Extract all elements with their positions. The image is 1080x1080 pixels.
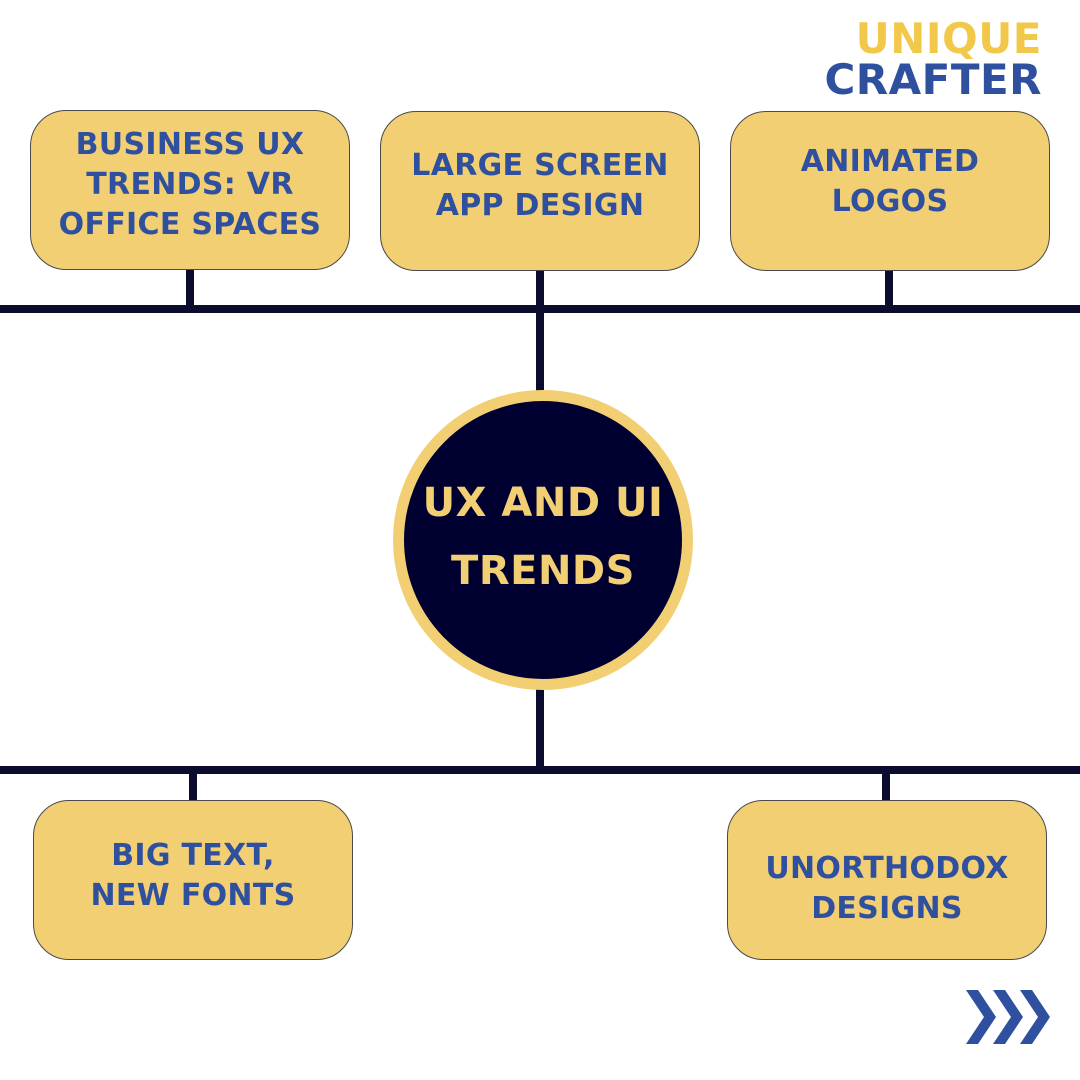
- node-unorthodox-designs: UNORTHODOX DESIGNS: [727, 800, 1047, 960]
- node-label: ANIMATED LOGOS: [800, 144, 980, 219]
- node-big-text-new-fonts: BIG TEXT, NEW FONTS: [33, 800, 353, 960]
- node-label: LARGE SCREEN APP DESIGN: [411, 148, 669, 223]
- connector-top-right: [885, 268, 893, 308]
- bottom-horizontal-connector: [0, 766, 1080, 774]
- connector-center-down: [536, 684, 544, 770]
- connector-bottom-left: [189, 770, 197, 802]
- brand-line-1: UNIQUE: [855, 14, 1042, 63]
- connector-bottom-right: [882, 770, 890, 802]
- chevrons-right-icon[interactable]: [966, 990, 1052, 1044]
- node-animated-logos: ANIMATED LOGOS: [730, 111, 1050, 271]
- node-large-screen-app-design: LARGE SCREEN APP DESIGN: [380, 111, 700, 271]
- connector-top-middle: [536, 268, 544, 308]
- connector-top-left: [186, 268, 194, 308]
- node-label: BIG TEXT, NEW FONTS: [90, 838, 296, 913]
- node-business-ux-trends: BUSINESS UX TRENDS: VR OFFICE SPACES: [30, 110, 350, 270]
- node-label: UNORTHODOX DESIGNS: [765, 851, 1009, 926]
- center-topic-circle: UX AND UI TRENDS: [393, 390, 693, 690]
- brand-line-2: CRAFTER: [824, 55, 1042, 105]
- brand-logo: UNIQUE CRAFTER: [824, 14, 1042, 105]
- node-label: BUSINESS UX TRENDS: VR OFFICE SPACES: [58, 127, 322, 242]
- center-topic-label: UX AND UI TRENDS: [422, 480, 664, 594]
- connector-center-up: [536, 308, 544, 398]
